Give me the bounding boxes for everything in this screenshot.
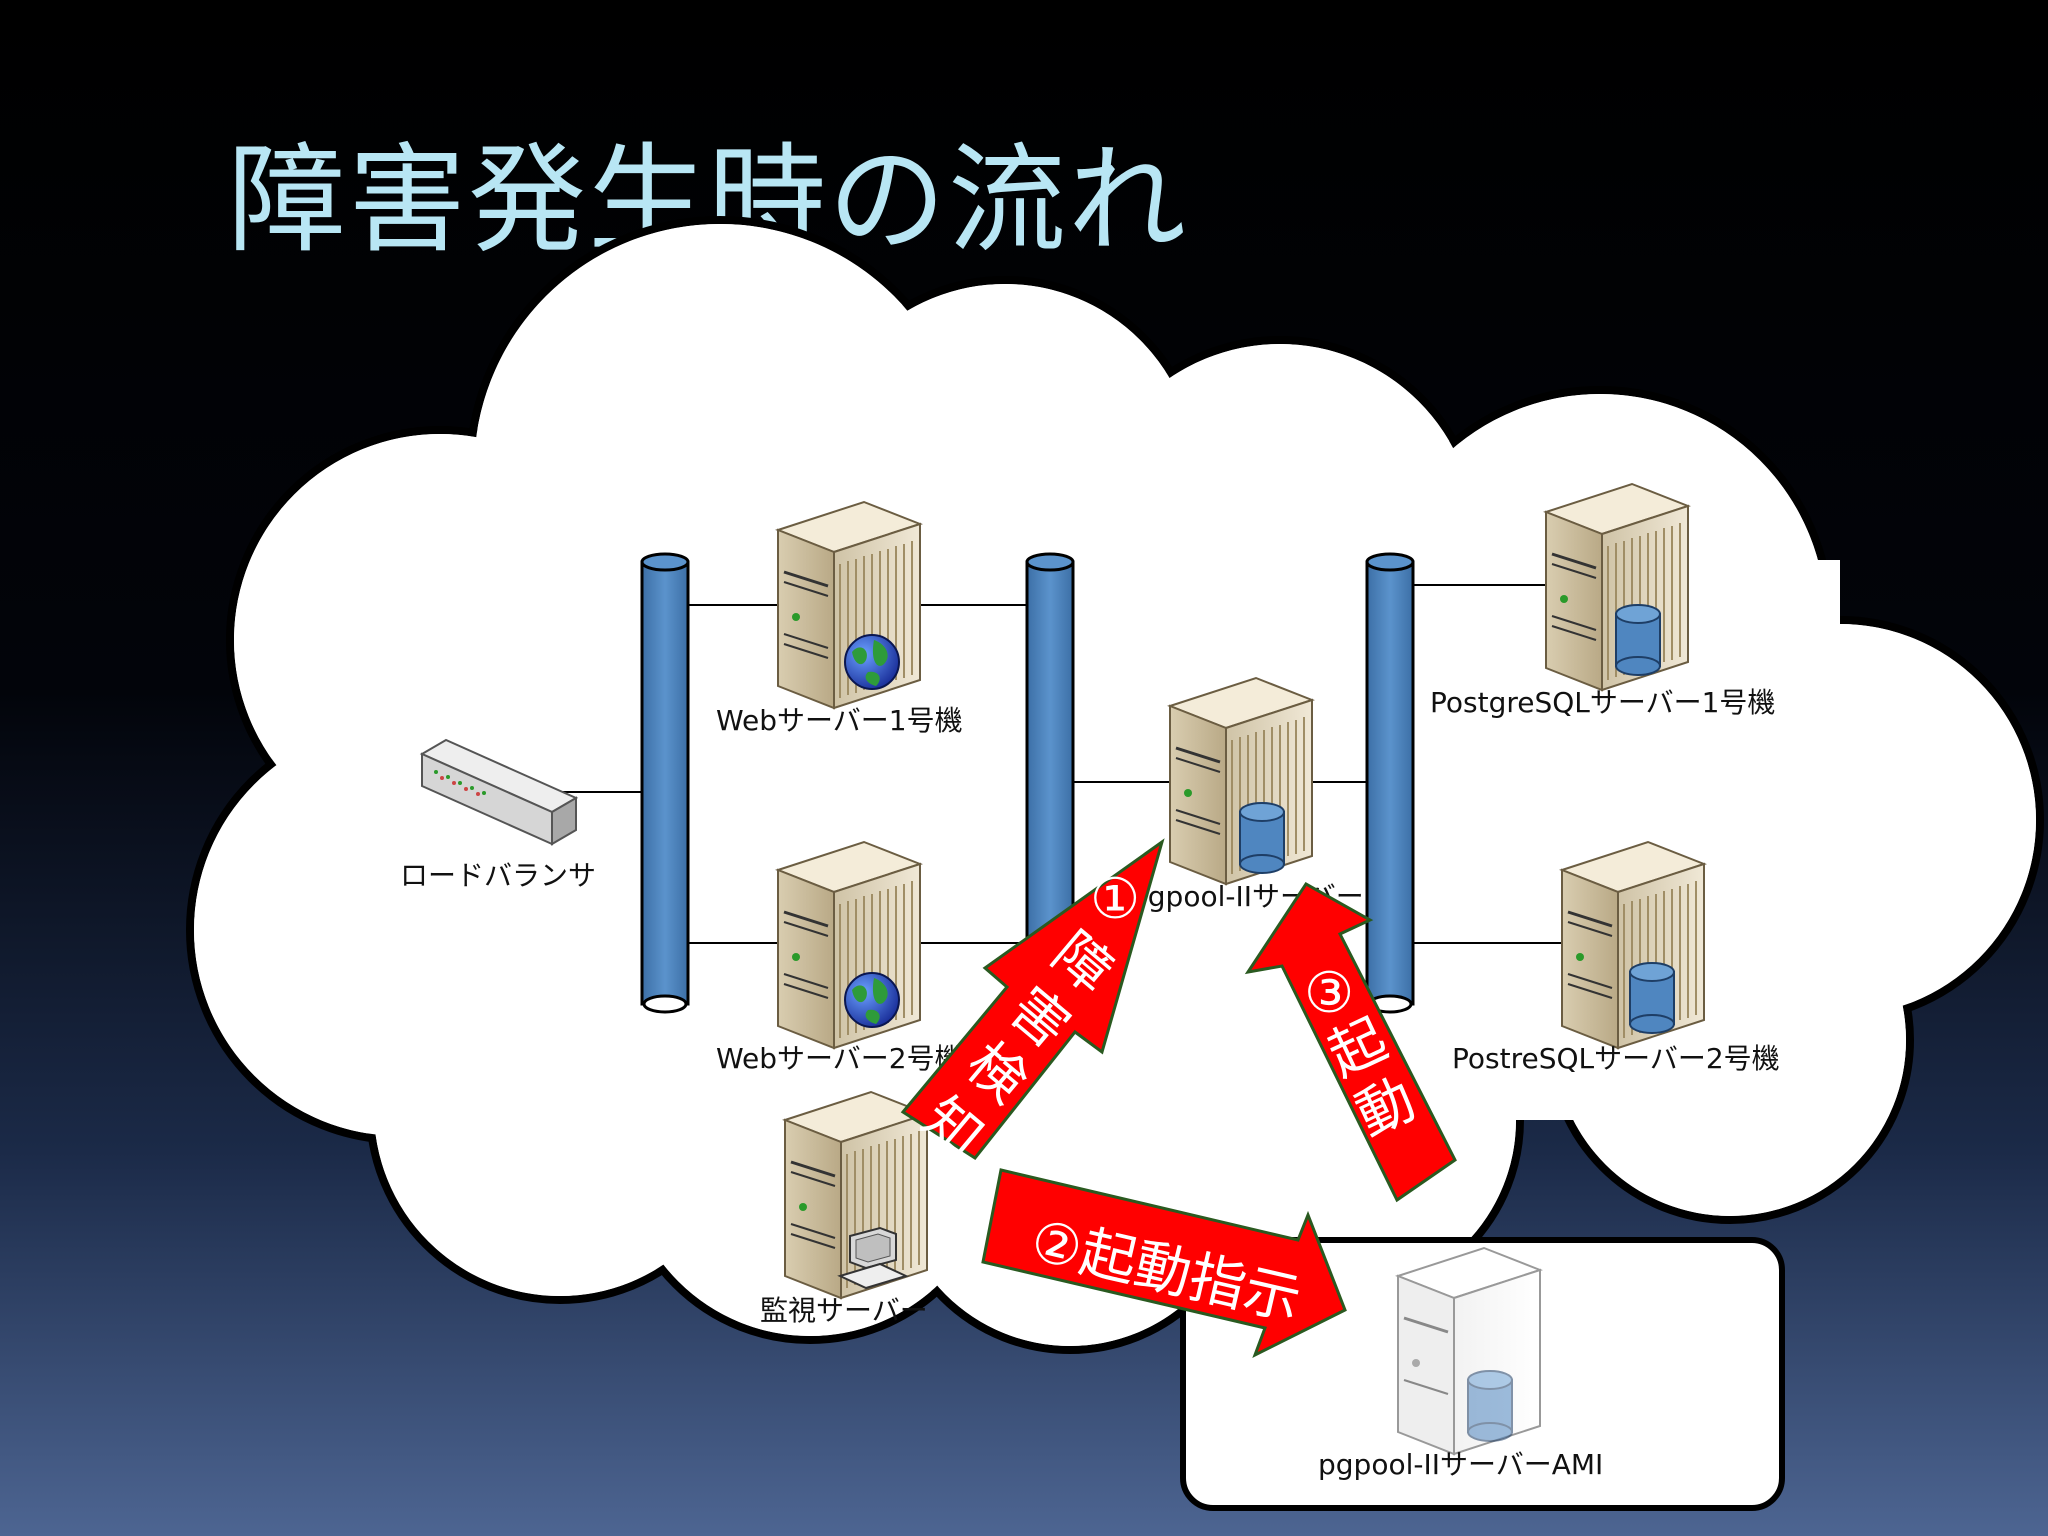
pg2-db-icon xyxy=(1629,962,1675,1034)
web1-globe-icon xyxy=(844,634,900,690)
detect-number: ① xyxy=(1090,867,1140,932)
label-load-balancer: ロードバランサ xyxy=(400,859,596,892)
web2-server-icon xyxy=(776,840,922,1050)
label-web2: Webサーバー2号機 xyxy=(716,1042,963,1075)
pgpool-db-icon xyxy=(1239,802,1285,874)
label-monitor: 監視サーバー xyxy=(760,1294,928,1327)
label-pg2: PostreSQLサーバー2号機 xyxy=(1452,1042,1780,1075)
workstation-icon xyxy=(837,1226,909,1290)
web2-globe-icon xyxy=(844,972,900,1028)
label-pg1: PostgreSQLサーバー1号機 xyxy=(1430,686,1775,719)
network-bus-1 xyxy=(640,552,690,1014)
load-balancer-icon xyxy=(419,738,579,846)
pg1-db-icon xyxy=(1615,604,1661,676)
monitor-server-icon xyxy=(783,1090,929,1300)
label-web1: Webサーバー1号機 xyxy=(716,704,963,737)
start-number: ③ xyxy=(1304,961,1354,1026)
ami-db-icon xyxy=(1467,1370,1513,1442)
label-ami: pgpool-IIサーバーAMI xyxy=(1318,1448,1603,1481)
network-bus-3 xyxy=(1365,552,1415,1014)
